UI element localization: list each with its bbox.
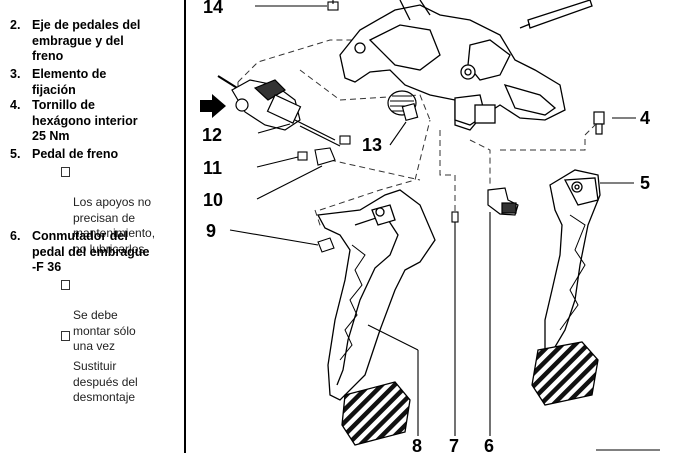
top-fastener — [327, 0, 339, 11]
label-13: 13 — [362, 135, 382, 155]
part-labels: 14 4 5 12 13 11 10 9 8 7 6 — [202, 0, 650, 453]
legend-note-bearings: Los apoyos no precisan de mantenimiento,… — [61, 164, 183, 257]
legend-item-text: Eje de pedales del embrague y del freno — [32, 18, 141, 63]
return-spring — [387, 90, 419, 122]
retaining-clip — [317, 237, 335, 253]
legend-divider — [184, 0, 186, 453]
note-text: Se debe montar sólo una vez — [73, 308, 136, 353]
label-4: 4 — [640, 108, 650, 128]
note-checkbox-icon — [61, 167, 70, 177]
bolt-and-nut — [297, 135, 351, 166]
label-9: 9 — [206, 221, 216, 241]
label-10: 10 — [203, 190, 223, 210]
label-12: 12 — [202, 125, 222, 145]
leader-lines — [229, 5, 660, 451]
note-checkbox-icon — [61, 331, 70, 341]
legend-note-install-once: Se debe montar sólo una vez — [61, 277, 178, 355]
clutch-pedal-switch — [487, 187, 519, 216]
legend-item-text: Tornillo de hexágono interior 25 Nm — [32, 98, 138, 143]
legend-item-number: 6. — [10, 229, 21, 243]
note-text: Los apoyos no precisan de mantenimiento,… — [73, 195, 156, 256]
label-14: 14 — [203, 0, 223, 17]
hex-socket-bolt — [593, 111, 605, 135]
label-5: 5 — [640, 173, 650, 193]
legend-item-text: Pedal de freno — [32, 147, 119, 161]
pedal-bracket — [339, 0, 566, 131]
legend-item-text: Elemento de fijación — [32, 67, 107, 97]
clutch-pushrod-assembly — [217, 75, 341, 147]
note-checkbox-icon — [61, 280, 70, 290]
legend-note-replace: Sustituir después del desmontaje — [61, 328, 178, 406]
pedal-shaft — [519, 0, 593, 29]
label-11: 11 — [203, 158, 222, 178]
parts-legend: 2. Eje de pedales del embrague y del fre… — [0, 0, 185, 453]
legend-item-number: 2. — [10, 18, 21, 32]
clutch-pedal — [316, 189, 436, 446]
fixing-pin — [451, 211, 459, 228]
legend-item-text: Conmutador del pedal del embrague -F 36 — [32, 229, 150, 274]
brake-pedal — [531, 169, 601, 406]
pedal-assembly-diagram: 14 4 5 12 13 11 10 9 8 7 6 — [200, 0, 660, 453]
legend-item-number: 5. — [10, 147, 21, 161]
label-8: 8 — [412, 436, 422, 453]
label-7: 7 — [449, 436, 459, 453]
note-text: Sustituir después del desmontaje — [73, 359, 138, 404]
legend-item-number: 4. — [10, 98, 21, 112]
arrow-icon — [200, 94, 226, 118]
legend-item-number: 3. — [10, 67, 21, 81]
label-6: 6 — [484, 436, 494, 453]
